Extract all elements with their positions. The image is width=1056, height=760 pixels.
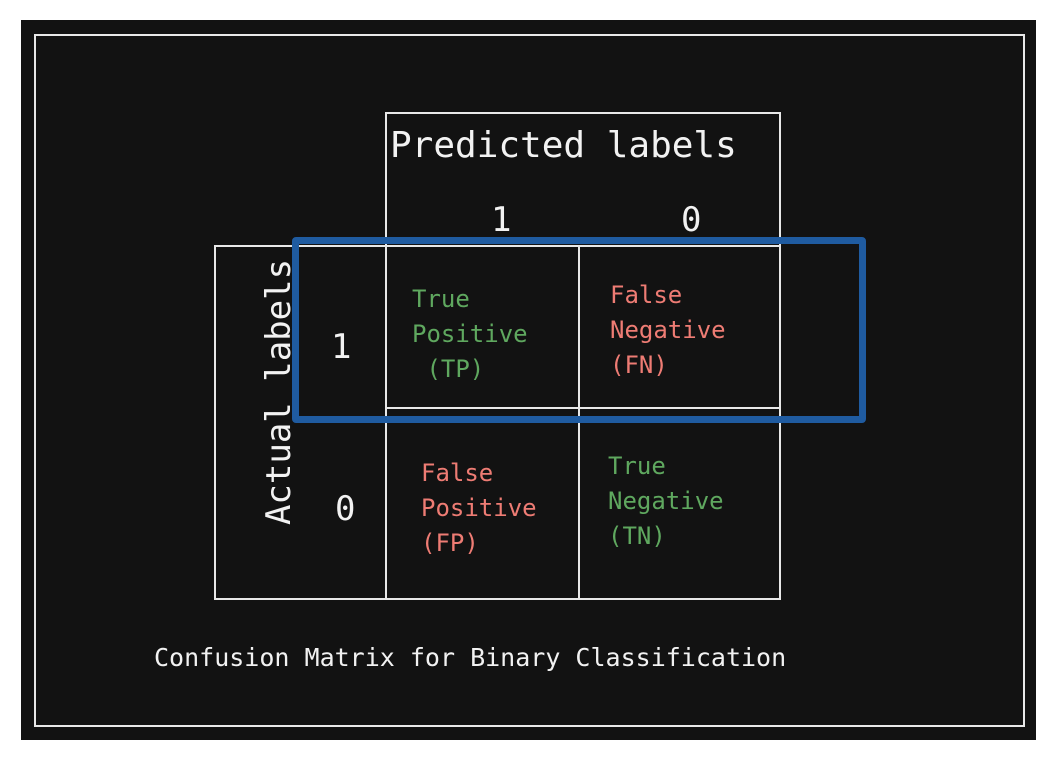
outer-frame xyxy=(34,34,1025,727)
predicted-labels-title: Predicted labels xyxy=(390,125,737,166)
predicted-box-bottom-border xyxy=(385,598,781,600)
cell-true-negative: True Negative (TN) xyxy=(608,452,724,550)
actual-box-bottom-border xyxy=(214,598,387,600)
actual-box-left-border xyxy=(214,245,216,600)
matrix-top-line xyxy=(385,245,781,247)
cell-false-negative: False Negative (FN) xyxy=(610,281,726,379)
cell-true-positive: True Positive (TP) xyxy=(412,285,528,383)
predicted-box-top-border xyxy=(385,112,781,114)
predicted-class-1: 1 xyxy=(491,200,512,240)
matrix-middle-horizontal-line xyxy=(385,407,781,409)
actual-box-top-border xyxy=(214,245,387,247)
predicted-class-0: 0 xyxy=(681,200,702,240)
diagram-canvas: Predicted labels 1 0 Actual labels 1 0 T… xyxy=(21,20,1036,740)
cell-false-positive: False Positive (FP) xyxy=(421,459,537,557)
actual-class-0: 0 xyxy=(335,489,356,529)
predicted-box-left-border xyxy=(385,112,387,600)
actual-class-1: 1 xyxy=(331,327,352,367)
positive-row-highlight xyxy=(292,237,866,423)
diagram-caption: Confusion Matrix for Binary Classificati… xyxy=(154,643,787,672)
predicted-box-right-border xyxy=(779,112,781,600)
